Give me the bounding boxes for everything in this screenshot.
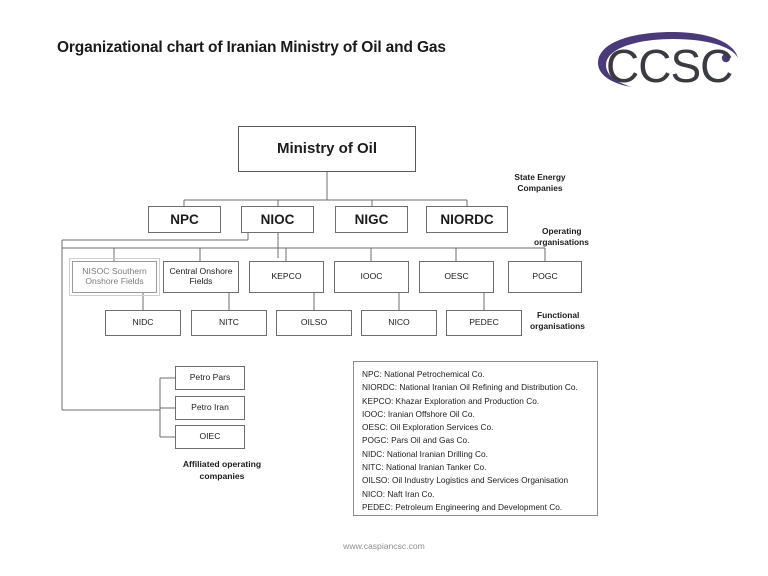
legend-full: Naft Iran Co. (387, 488, 435, 499)
node-kepco[interactable]: KEPCO (249, 261, 324, 293)
legend-abbreviations: NPC: National Petrochemical Co. NIORDC: … (353, 361, 598, 516)
legend-abbr: POGC: (362, 435, 389, 446)
node-label: IOOC (360, 271, 383, 282)
node-label-line1: Central Onshore (169, 266, 233, 277)
legend-item: NIDC: National Iranian Drilling Co. (362, 448, 597, 461)
legend-item: POGC: Pars Oil and Gas Co. (362, 434, 597, 447)
node-label-line2: Onshore Fields (85, 276, 144, 286)
label-line1: Functional (537, 310, 580, 320)
legend-abbr: KEPCO: (362, 395, 394, 406)
legend-abbr: NIDC: (362, 448, 385, 459)
legend-item: PEDEC: Petroleum Engineering and Develop… (362, 501, 597, 514)
node-pedec[interactable]: PEDEC (446, 310, 522, 336)
label-state-energy-companies: State Energy Companies (488, 172, 592, 195)
node-pogc[interactable]: POGC (508, 261, 582, 293)
node-label: OILSO (300, 317, 328, 328)
label-line1: Operating (542, 226, 582, 236)
legend-abbr: NICO: (362, 488, 386, 499)
legend-full: National Petrochemical Co. (384, 369, 485, 379)
page-title: Organizational chart of Iranian Ministry… (57, 39, 446, 56)
node-label: Ministry of Oil (276, 140, 377, 158)
legend-full: Petroleum Engineering and Development Co… (395, 501, 563, 512)
ccsc-logo: CCSC (588, 30, 746, 92)
node-label: NPC (170, 211, 199, 227)
label-line2: companies (199, 470, 245, 481)
node-oiec[interactable]: OIEC (175, 425, 245, 449)
legend-item: IOOC: Iranian Offshore Oil Co. (362, 408, 597, 421)
node-label-line1: NISOC Southern (82, 266, 147, 277)
footer-url[interactable]: www.caspiancsc.com (343, 541, 425, 551)
node-label: POGC (532, 271, 558, 282)
label-affiliated-operating-companies: Affiliated operating companies (152, 459, 292, 482)
label-functional-organisations: Functional organisations (530, 310, 630, 333)
node-label: NIOC (260, 211, 295, 227)
node-nitc[interactable]: NITC (191, 310, 267, 336)
node-nidc[interactable]: NIDC (105, 310, 181, 336)
node-label: Petro Pars (189, 372, 231, 383)
legend-full: National Iranian Drilling Co. (386, 448, 488, 459)
node-nioc[interactable]: NIOC (241, 206, 314, 233)
node-label: Petro Iran (191, 402, 229, 413)
node-oesc[interactable]: OESC (419, 261, 494, 293)
label-operating-organisations: Operating organisations (534, 226, 638, 249)
legend-item: NPC: National Petrochemical Co. (362, 368, 597, 381)
node-label: NICO (388, 317, 410, 328)
node-nisoc-southern-onshore-fields[interactable]: NISOC Southern Onshore Fields (69, 258, 160, 296)
legend-abbr: IOOC: (362, 408, 386, 419)
node-nico[interactable]: NICO (361, 310, 437, 336)
logo-dot (721, 53, 731, 63)
legend-item: NIORDC: National Iranian Oil Refining an… (362, 381, 597, 394)
legend-full: National Iranian Oil Refining and Distri… (399, 382, 578, 393)
node-central-onshore-fields[interactable]: Central Onshore Fields (163, 261, 239, 293)
node-label: OIEC (199, 431, 221, 442)
node-niordc[interactable]: NIORDC (426, 206, 508, 233)
node-label: NIORDC (440, 211, 494, 227)
node-label: OESC (444, 271, 469, 282)
node-label: KEPCO (271, 271, 302, 282)
node-oilso[interactable]: OILSO (276, 310, 352, 336)
legend-abbr: OILSO: (362, 475, 390, 486)
node-npc[interactable]: NPC (148, 206, 221, 233)
label-line2: organisations (534, 237, 589, 248)
legend-abbr: NPC: (362, 369, 382, 379)
legend-full: Oil Exploration Services Co. (390, 422, 494, 433)
legend-full: Oil Industry Logistics and Services Orga… (391, 475, 569, 486)
legend-full: Khazar Exploration and Production Co. (395, 395, 540, 406)
node-label-line2: Fields (189, 276, 213, 286)
legend-item: NICO: Naft Iran Co. (362, 488, 597, 501)
label-line1: State Energy (514, 172, 566, 182)
legend-item: KEPCO: Khazar Exploration and Production… (362, 395, 597, 408)
logo-text: CCSC (606, 40, 732, 92)
legend-abbr: NIORDC: (362, 382, 398, 393)
node-nigc[interactable]: NIGC (335, 206, 408, 233)
label-line2: organisations (530, 321, 585, 332)
legend-item: OESC: Oil Exploration Services Co. (362, 421, 597, 434)
legend-item: OILSO: Oil Industry Logistics and Servic… (362, 474, 597, 487)
node-label: NITC (218, 317, 240, 328)
label-line2: Companies (517, 183, 563, 194)
legend-abbr: OESC: (362, 422, 388, 433)
node-petro-iran[interactable]: Petro Iran (175, 396, 245, 420)
node-ministry-of-oil[interactable]: Ministry of Oil (238, 126, 416, 172)
legend-abbr: PEDEC: (362, 501, 393, 512)
legend-abbr: NITC: (362, 462, 384, 473)
node-label: NIGC (354, 211, 389, 227)
legend-full: Iranian Offshore Oil Co. (387, 408, 475, 419)
node-label: NIDC (132, 317, 154, 328)
node-label: PEDEC (469, 317, 499, 328)
node-petro-pars[interactable]: Petro Pars (175, 366, 245, 390)
legend-item: NITC: National Iranian Tanker Co. (362, 461, 597, 474)
legend-full: National Iranian Tanker Co. (385, 462, 487, 473)
node-iooc[interactable]: IOOC (334, 261, 409, 293)
label-line1: Affiliated operating (182, 459, 262, 469)
legend-full: Pars Oil and Gas Co. (391, 435, 470, 446)
